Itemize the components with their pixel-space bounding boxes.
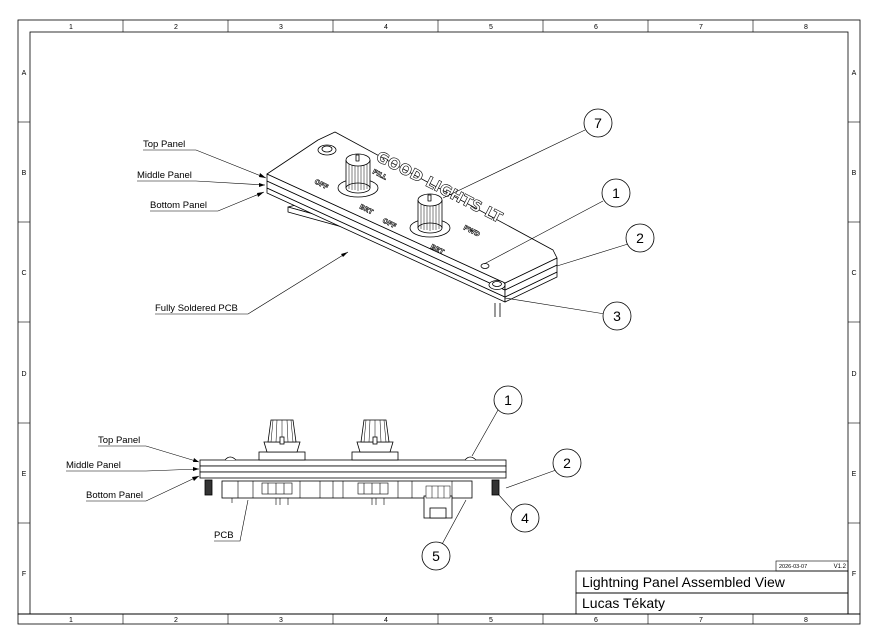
row-label: C: [21, 270, 26, 277]
col-label: 1: [69, 24, 73, 31]
balloon-1: 1: [601, 178, 631, 208]
label-side-pcb: PCB: [214, 530, 234, 541]
balloon-3: 3: [602, 301, 632, 331]
top-panel-side-view: [199, 459, 507, 467]
side-view-arrowheads: [192, 458, 199, 481]
label-middle-panel: Middle Panel: [137, 170, 192, 181]
col-label: 1: [69, 617, 73, 624]
column-labels-top: 1 2 3 4 5 6 7 8: [69, 24, 808, 31]
balloon-number: 5: [432, 548, 440, 564]
balloon-number: 7: [594, 115, 602, 131]
balloon-number: 2: [636, 230, 644, 246]
top-view-balloons: [442, 129, 629, 315]
row-labels-right: A B C D E F: [851, 70, 856, 578]
row-label: F: [852, 571, 856, 578]
col-label: 6: [594, 24, 598, 31]
top-panel-face: [266, 131, 558, 284]
side-knob-2: [351, 419, 399, 461]
balloon-number: 1: [504, 392, 512, 408]
side-balloon-4: 4: [510, 503, 540, 533]
label-top-panel: Top Panel: [143, 139, 185, 150]
led-hole: [480, 263, 490, 269]
potentiometer-knob-2: [409, 193, 451, 238]
label-side-top-panel: Top Panel: [98, 435, 140, 446]
col-label: 5: [489, 24, 493, 31]
balloon-7: 7: [583, 108, 613, 138]
top-view-callouts: [137, 149, 349, 315]
screw-head-left: [224, 456, 237, 461]
col-label: 7: [699, 617, 703, 624]
balloon-number: 2: [563, 455, 571, 471]
row-label: C: [851, 270, 856, 277]
balloon-number: 1: [612, 185, 620, 201]
label-fully-soldered-pcb: Fully Soldered PCB: [155, 303, 238, 314]
balloon-number: 3: [613, 308, 621, 324]
side-balloon-1: 1: [493, 385, 523, 415]
row-label: B: [852, 170, 857, 177]
side-balloon-5: 5: [421, 541, 451, 571]
title-block-author: Lucas Tékaty: [582, 595, 665, 611]
balloon-2: 2: [625, 223, 655, 253]
title-block-title: Lightning Panel Assembled View: [582, 574, 786, 590]
col-label: 4: [384, 24, 388, 31]
outer-border: [17, 19, 861, 615]
col-label: 2: [174, 24, 178, 31]
row-label: A: [852, 70, 857, 77]
bottom-panel-side-view: [199, 471, 507, 479]
col-label: 2: [174, 617, 178, 624]
label-side-bottom-panel: Bottom Panel: [86, 490, 143, 501]
row-label: D: [851, 371, 856, 378]
col-label: 4: [384, 617, 388, 624]
row-label: B: [22, 170, 27, 177]
title-block: [575, 560, 849, 615]
pcb-components: [231, 481, 453, 505]
label-side-middle-panel: Middle Panel: [66, 460, 121, 471]
side-knob-1: [258, 419, 306, 461]
row-labels-left: A B C D E F: [21, 70, 26, 578]
row-label: D: [21, 371, 26, 378]
side-balloon-2: 2: [552, 448, 582, 478]
title-block-date: 2026-03-07: [779, 564, 807, 570]
balloon-number: 4: [521, 510, 529, 526]
col-label: 6: [594, 617, 598, 624]
col-label: 7: [699, 24, 703, 31]
col-label: 8: [804, 617, 808, 624]
row-label: A: [22, 70, 27, 77]
row-label: E: [852, 471, 857, 478]
side-view: [199, 419, 507, 519]
isometric-view: [266, 131, 558, 317]
standoff-right: [491, 479, 500, 496]
inner-border: [29, 31, 849, 615]
column-labels-bottom: 1 2 3 4 5 6 7 8: [69, 617, 808, 624]
title-block-version: V1.2: [834, 564, 847, 570]
col-label: 3: [279, 617, 283, 624]
row-label: E: [22, 471, 27, 478]
label-bottom-panel: Bottom Panel: [150, 200, 207, 211]
top-view-arrowheads: [257, 173, 348, 257]
column-ticks: [122, 20, 754, 624]
col-label: 3: [279, 24, 283, 31]
middle-panel-side-view: [199, 465, 507, 473]
col-label: 5: [489, 617, 493, 624]
col-label: 8: [804, 24, 808, 31]
potentiometer-knob-1: [337, 153, 379, 198]
row-label: F: [22, 571, 26, 578]
row-ticks: [18, 121, 860, 524]
led-bump-right: [464, 456, 477, 461]
side-view-callouts: [66, 409, 557, 549]
standoff-left: [204, 479, 213, 496]
